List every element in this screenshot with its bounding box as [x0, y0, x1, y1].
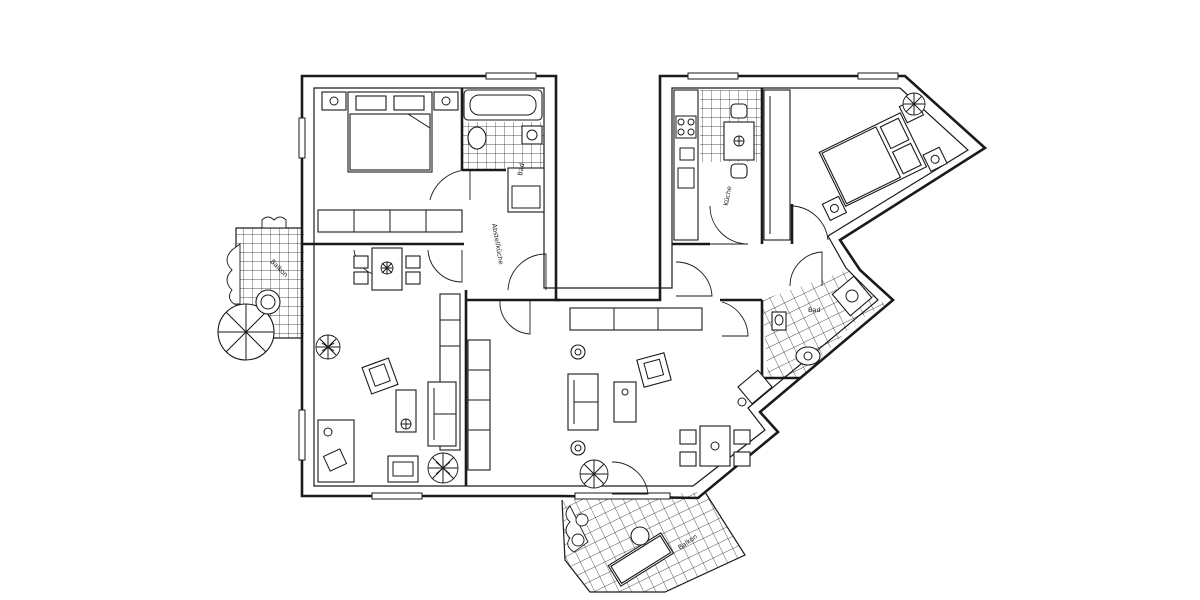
window — [687, 72, 739, 80]
dining-table — [699, 425, 731, 467]
umbrella-icon — [217, 303, 275, 361]
plant-icon — [226, 216, 287, 305]
plant-icon — [902, 92, 926, 116]
door-swing — [611, 461, 649, 495]
wall-unit — [569, 307, 703, 331]
nightstand — [321, 91, 347, 111]
chair — [730, 103, 748, 119]
bedroom-left — [317, 91, 463, 233]
window — [298, 409, 306, 461]
room-label-abstellkueche: Abstellküche — [490, 223, 505, 265]
coffee-table — [613, 381, 637, 423]
cabinet — [763, 89, 791, 241]
nightstand — [922, 146, 948, 173]
bedroom-right — [818, 92, 948, 222]
window — [298, 117, 306, 159]
window — [485, 72, 537, 80]
door-swing — [675, 261, 713, 297]
shower — [831, 275, 873, 317]
chair — [730, 163, 748, 179]
living-room-left — [315, 247, 461, 484]
balcony-railing — [561, 491, 746, 593]
chair — [733, 429, 751, 445]
bathroom-left: Bad Abstellküche — [463, 89, 545, 265]
garden-table — [630, 526, 650, 546]
window — [574, 492, 671, 500]
sink — [795, 346, 821, 366]
sideboard — [467, 339, 491, 471]
kitchen-counter — [673, 89, 699, 241]
sink — [521, 125, 543, 145]
door-swing — [507, 253, 547, 291]
lamp-icon — [570, 440, 586, 456]
plant-icon — [579, 459, 609, 489]
room-label-kueche: Küche — [722, 185, 733, 206]
nightstand — [821, 195, 848, 222]
outer-wall-inner-line — [313, 87, 969, 487]
door-swing — [789, 251, 823, 287]
doors — [353, 169, 829, 495]
chair — [405, 271, 421, 285]
lamp-icon — [570, 344, 586, 360]
room-label-bad-left: Bad — [516, 163, 526, 177]
chair — [353, 255, 369, 269]
kitchen-right: Küche — [673, 89, 791, 241]
window — [857, 72, 899, 80]
plant-icon — [427, 452, 459, 484]
kitchen-sink — [677, 167, 695, 189]
garden-chair — [255, 289, 281, 315]
plant-icon — [315, 334, 341, 360]
door-swing — [709, 205, 749, 245]
window — [371, 492, 423, 500]
coffee-table — [395, 389, 417, 433]
toilet — [467, 126, 487, 150]
toilet — [771, 311, 787, 331]
bathroom-right: Bad — [771, 275, 873, 366]
nightstand — [433, 91, 459, 111]
armchair — [737, 369, 773, 405]
living-room-center — [467, 307, 773, 489]
balcony-left: Balkon — [217, 216, 302, 361]
chair — [353, 271, 369, 285]
door-swing — [427, 249, 463, 283]
armchair — [636, 352, 672, 388]
door-swing — [499, 299, 531, 335]
room-label-bad-right: Bad — [808, 306, 821, 314]
shower — [507, 167, 545, 213]
balcony-bottom: Balkon — [561, 491, 746, 593]
chair — [733, 451, 751, 467]
armchair — [361, 357, 399, 395]
chair — [679, 451, 697, 467]
chair — [679, 429, 697, 445]
stove — [675, 115, 697, 139]
windows — [298, 72, 899, 500]
door-swing — [721, 301, 749, 337]
door-swing — [429, 169, 471, 201]
plant-icon — [565, 505, 589, 553]
chair — [405, 255, 421, 269]
bathtub — [463, 89, 543, 121]
door-swing — [791, 205, 829, 241]
